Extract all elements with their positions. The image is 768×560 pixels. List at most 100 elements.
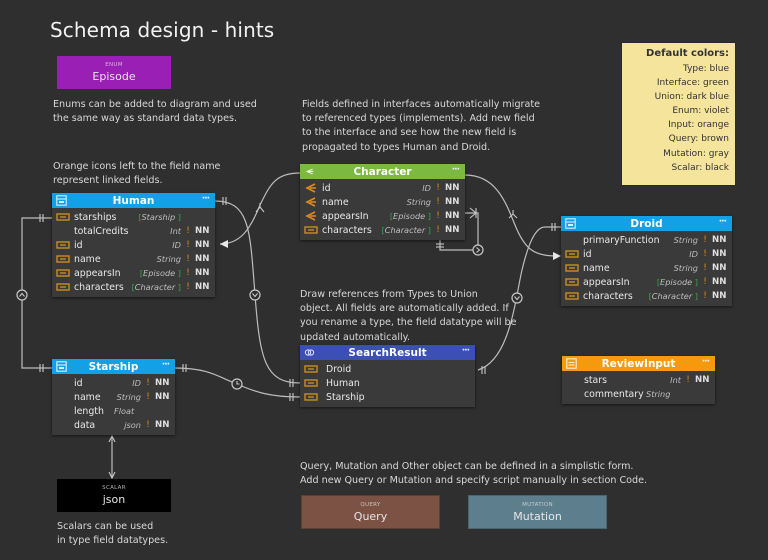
field-row[interactable]: name String ! NN [561, 261, 732, 275]
entity-starship[interactable]: Starship ··· id ID ! NN name String ! NN… [52, 359, 175, 435]
legend-item: Input: orange [668, 120, 729, 131]
field-row[interactable]: length Float [52, 404, 175, 418]
block-name: json [102, 493, 126, 506]
not-null-marker: ! [186, 240, 190, 250]
nn-label: NN [195, 254, 210, 264]
field-row[interactable]: name String ! NN [52, 252, 215, 266]
more-menu-icon[interactable]: ··· [161, 360, 170, 370]
block-kind-label: QUERY [360, 501, 381, 508]
field-type: [Character ] [132, 282, 181, 292]
member-name: Human [326, 377, 360, 389]
query-block[interactable]: QUERY Query [301, 495, 440, 529]
no-icon [56, 420, 70, 430]
note-line: to the interface and see how the new fie… [302, 127, 517, 139]
default-colors-legend[interactable]: Default colors: Type: blue Interface: gr… [621, 42, 736, 186]
field-name: characters [583, 290, 633, 302]
field-row[interactable]: id ID ! NN [561, 247, 732, 261]
link-icon [565, 263, 579, 273]
entity-header[interactable]: Human ··· [52, 193, 215, 208]
bracket: ] [694, 291, 698, 301]
entity-human[interactable]: Human ··· starships [Starship ] totalCre… [52, 193, 215, 297]
entity-droid[interactable]: Droid ··· primaryFunction String ! NN id… [561, 216, 732, 306]
more-menu-icon[interactable]: ··· [701, 357, 710, 367]
type-icon [56, 361, 67, 372]
entity-header[interactable]: ReviewInput ··· [562, 356, 715, 371]
type-name: Episode [393, 211, 426, 221]
field-type: [Starship ] [138, 212, 181, 222]
note-line: Enums can be added to diagram and used [53, 99, 257, 110]
nn-label: NN [155, 392, 170, 402]
field-row[interactable]: characters [Character ] ! NN [561, 289, 732, 303]
not-null-marker: ! [703, 235, 707, 245]
field-name: appearsIn [583, 276, 630, 288]
field-row[interactable]: characters [Character ] ! NN [52, 280, 215, 294]
link-icon [565, 291, 579, 301]
field-row[interactable]: commentary String [562, 387, 715, 401]
not-null-marker: ! [686, 375, 690, 385]
note-query-mutation: Query, Mutation and Other object can be … [300, 460, 647, 488]
entity-name: Character [353, 165, 412, 178]
note-line: Scalars can be used [57, 521, 154, 532]
scalar-json-block[interactable]: SCALAR json [57, 479, 171, 512]
not-null-marker: ! [703, 277, 707, 287]
union-member-row[interactable]: Droid [300, 362, 475, 376]
link-icon [56, 268, 70, 278]
block-name: Query [353, 509, 388, 523]
more-menu-icon[interactable]: ··· [718, 217, 727, 227]
legend-item: Scalar: black [671, 162, 729, 173]
nn-label: NN [195, 240, 210, 250]
entity-header[interactable]: Character ··· [300, 164, 465, 179]
more-menu-icon[interactable]: ··· [201, 194, 210, 204]
nn-label: NN [195, 268, 210, 278]
link-icon [304, 364, 318, 374]
field-row[interactable]: characters [Character ] ! NN [300, 223, 465, 237]
field-name: appearsIn [322, 210, 369, 222]
legend-item: Interface: green [656, 78, 729, 89]
field-row[interactable]: name String ! NN [300, 195, 465, 209]
note-line: Add new Query or Mutation and specify sc… [300, 475, 648, 487]
field-row[interactable]: id ID ! NN [52, 376, 175, 390]
field-name: characters [74, 281, 124, 293]
field-row[interactable]: totalCredits Int ! NN [52, 224, 215, 238]
enum-episode-block[interactable]: ENUM Episode [57, 56, 171, 89]
field-name: name [74, 391, 101, 403]
entity-header[interactable]: Droid ··· [561, 216, 732, 231]
not-null-marker: ! [703, 291, 707, 301]
union-member-row[interactable]: Starship [300, 390, 475, 404]
field-row[interactable]: starships [Starship ] [52, 210, 215, 224]
field-type: Float [114, 406, 135, 416]
field-row[interactable]: appearsIn [Episode ] ! NN [52, 266, 215, 280]
union-member-row[interactable]: Human [300, 376, 475, 390]
field-name: characters [322, 224, 372, 236]
mutation-block[interactable]: MUTATION Mutation [468, 495, 607, 529]
interface-field-icon [304, 197, 318, 207]
field-row[interactable]: appearsIn [Episode ] ! NN [300, 209, 465, 223]
field-type: String [646, 389, 671, 399]
field-row[interactable]: id ID ! NN [300, 181, 465, 195]
entity-header[interactable]: Starship ··· [52, 359, 175, 374]
field-name: id [583, 248, 592, 260]
field-row[interactable]: primaryFunction String ! NN [561, 233, 732, 247]
field-type: String [673, 263, 698, 273]
member-name: Droid [326, 363, 352, 375]
field-row[interactable]: appearsIn [Episode ] ! NN [561, 275, 732, 289]
field-row[interactable]: id ID ! NN [52, 238, 215, 252]
entity-reviewinput[interactable]: ReviewInput ··· stars Int ! NN commentar… [562, 356, 715, 404]
nn-label: NN [712, 263, 727, 273]
entity-searchresult[interactable]: SearchResult ··· Droid Human Starship [300, 345, 475, 407]
field-row[interactable]: name String ! NN [52, 390, 175, 404]
input-icon [566, 358, 577, 369]
field-row[interactable]: stars Int ! NN [562, 373, 715, 387]
field-row[interactable]: data json ! NN [52, 418, 175, 432]
more-menu-icon[interactable]: ··· [461, 346, 470, 356]
entity-header[interactable]: SearchResult ··· [300, 345, 475, 360]
bracket: [ [656, 277, 661, 287]
entity-character[interactable]: Character ··· id ID ! NN name String ! N… [300, 164, 465, 240]
field-type: [Character ] [382, 225, 431, 235]
note-line: Fields defined in interfaces automatical… [302, 99, 541, 110]
field-type: String [116, 392, 141, 402]
more-menu-icon[interactable]: ··· [451, 165, 460, 175]
field-type: [Episode ] [657, 277, 698, 287]
nn-label: NN [445, 211, 460, 221]
no-icon [566, 389, 580, 399]
